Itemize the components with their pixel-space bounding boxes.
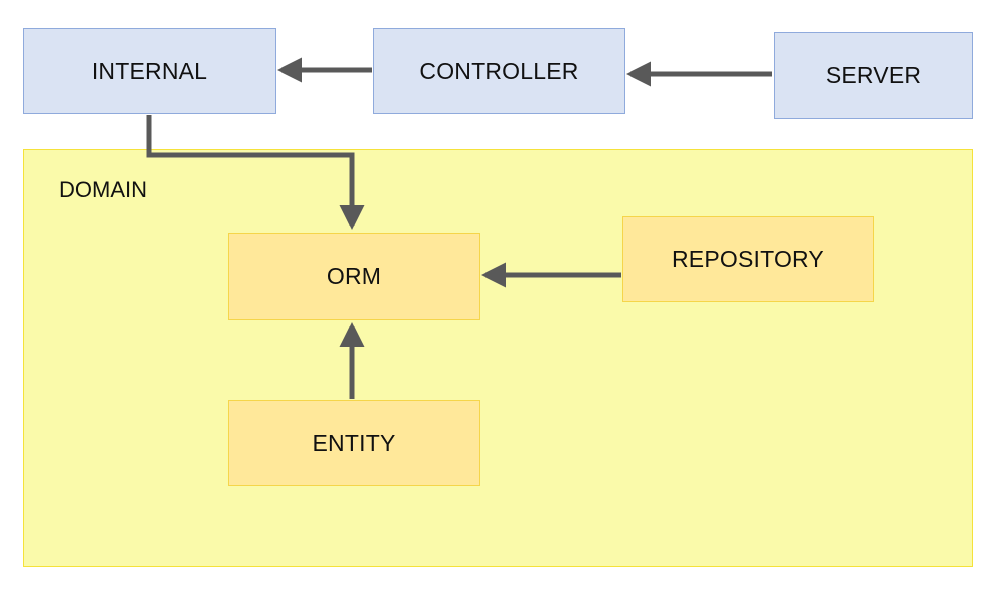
- orm-node: ORM: [228, 233, 480, 320]
- internal-node: INTERNAL: [23, 28, 276, 114]
- server-node: SERVER: [774, 32, 973, 119]
- controller-node: CONTROLLER: [373, 28, 625, 114]
- entity-node: ENTITY: [228, 400, 480, 486]
- domain-label: DOMAIN: [59, 177, 147, 202]
- domain-container: [23, 149, 973, 567]
- repository-node: REPOSITORY: [622, 216, 874, 302]
